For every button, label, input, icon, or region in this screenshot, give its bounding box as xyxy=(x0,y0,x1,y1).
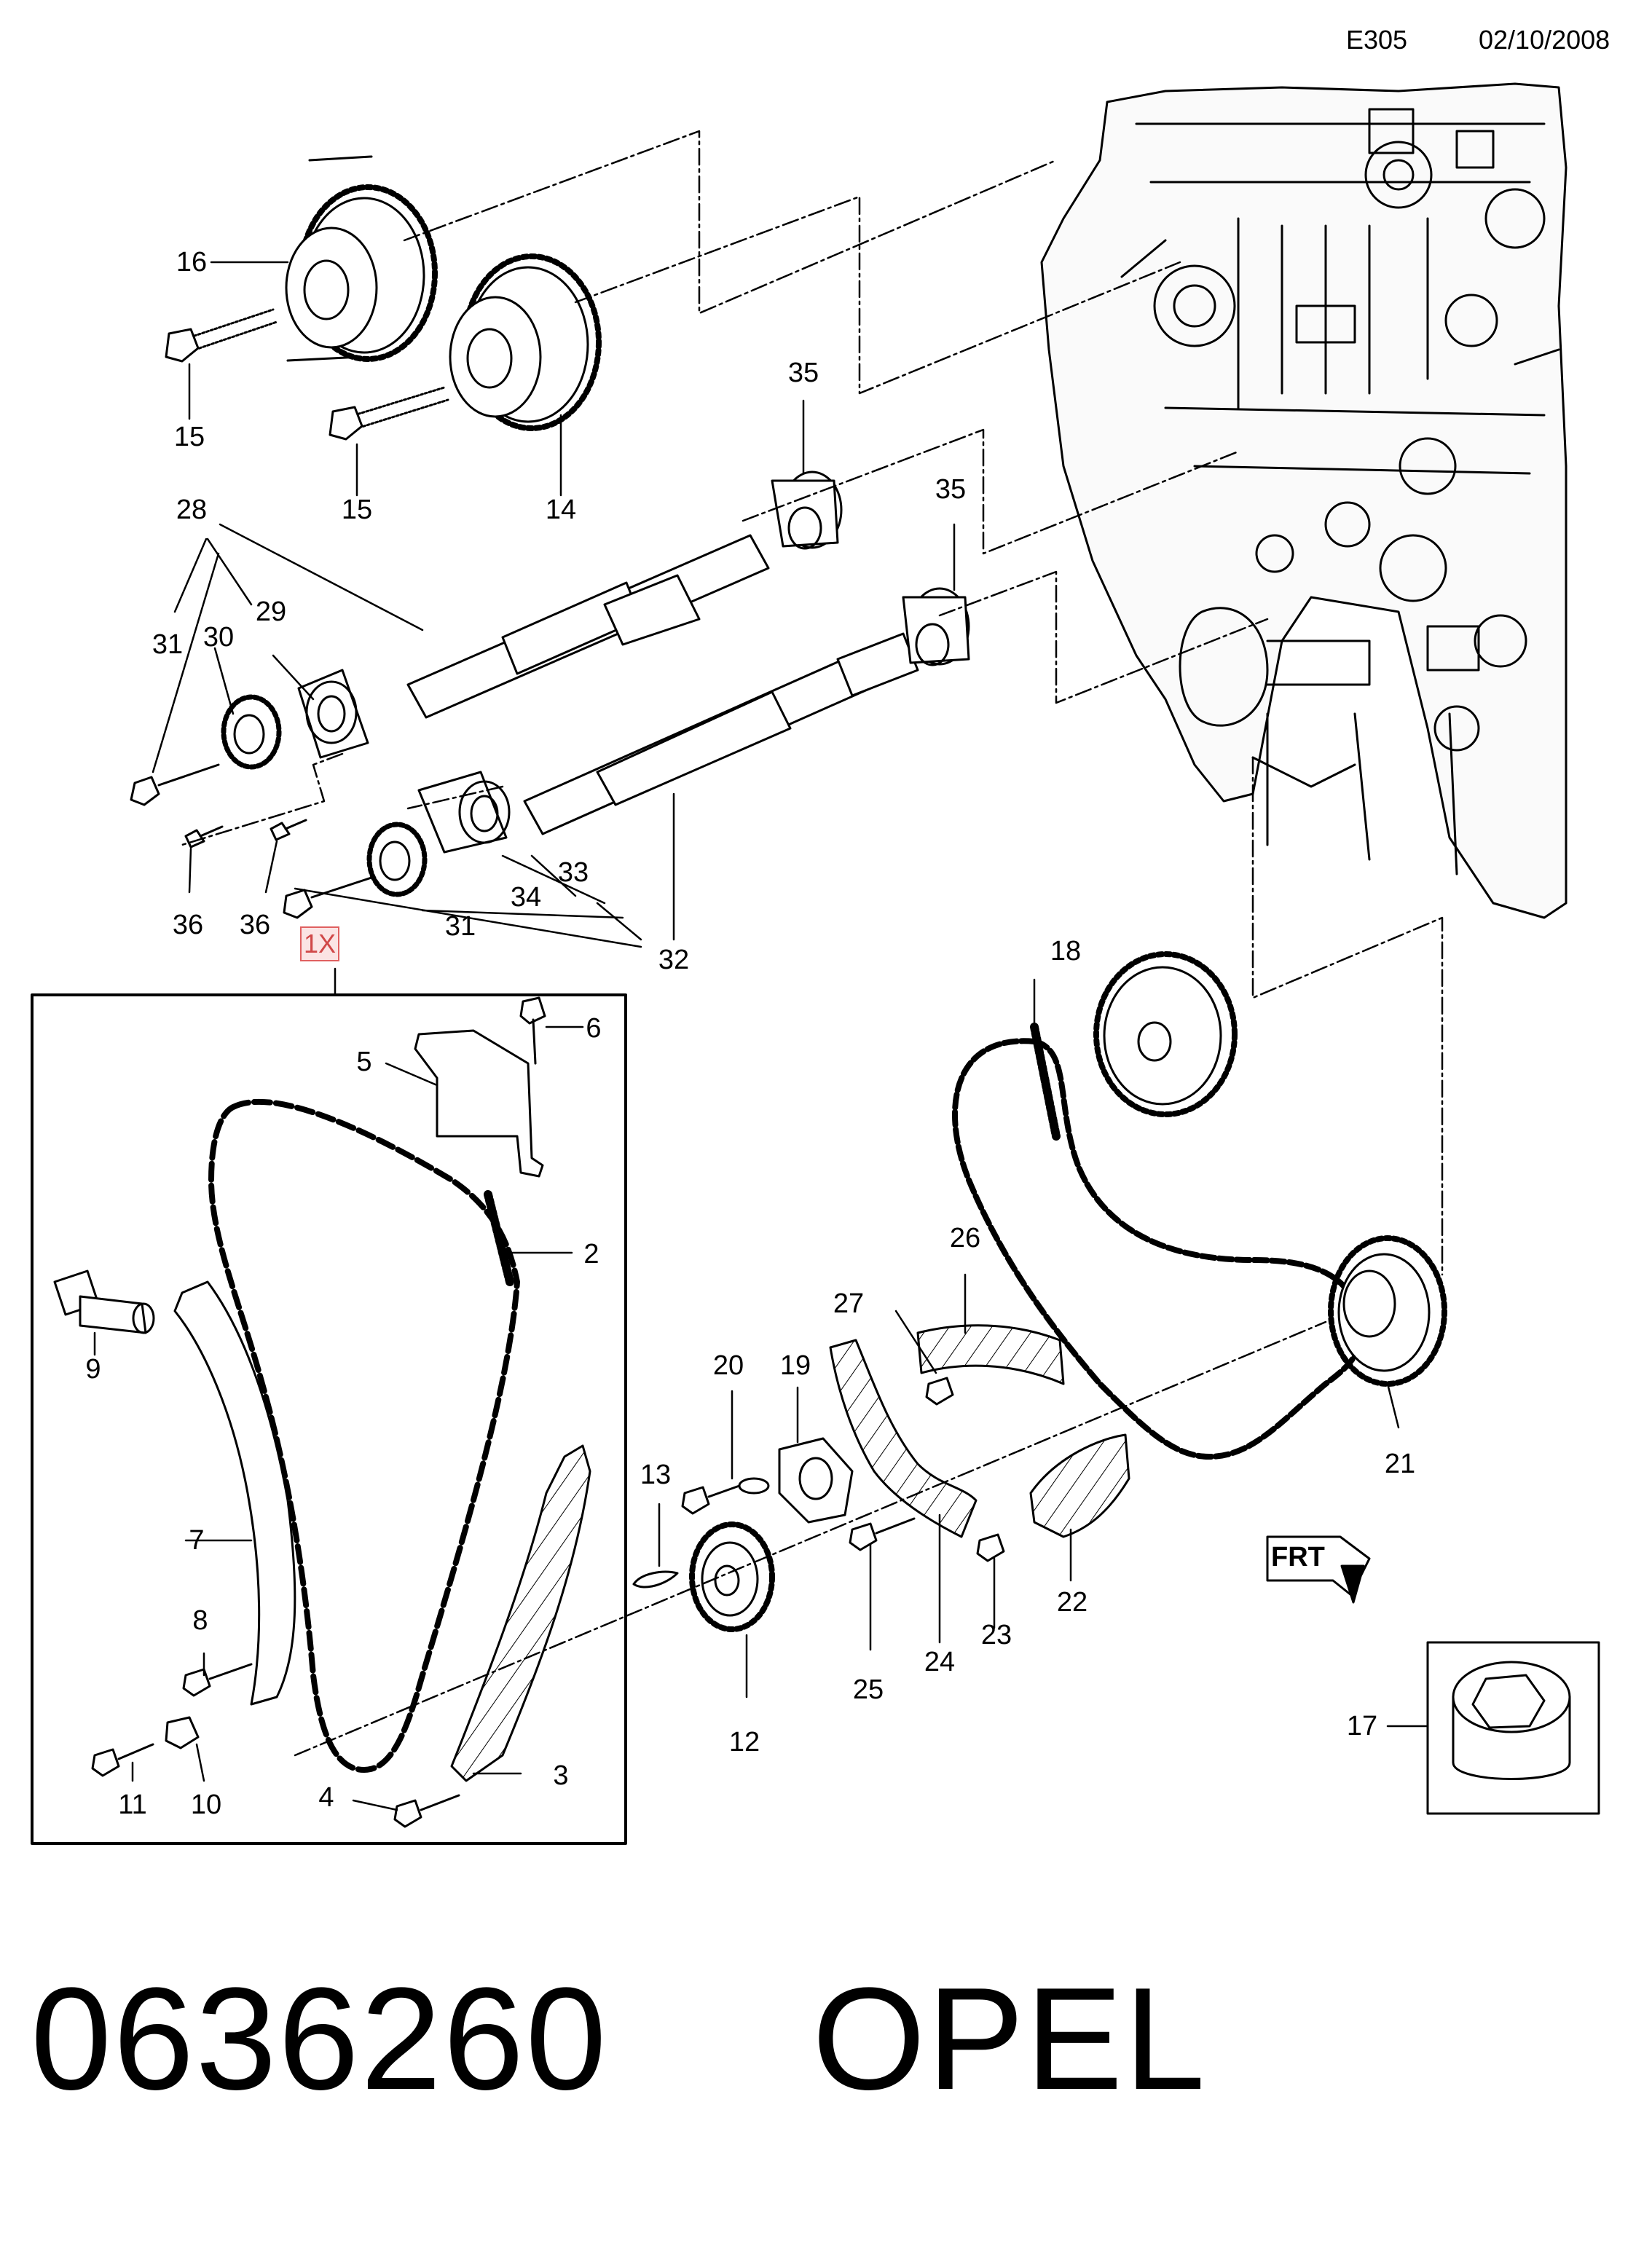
o-ring-20 xyxy=(738,1477,770,1495)
guide-3 xyxy=(450,1444,591,1782)
callout-15-left: 15 xyxy=(173,422,205,452)
engine-block-illustration xyxy=(1040,82,1568,919)
callout-24: 24 xyxy=(924,1647,956,1677)
socket-17 xyxy=(1452,1661,1571,1780)
chain-18 xyxy=(952,1023,1364,1460)
plate-33 xyxy=(417,771,511,854)
callout-30: 30 xyxy=(202,622,235,653)
brand-name: OPEL xyxy=(812,1958,1207,2120)
callout-26: 26 xyxy=(949,1223,981,1253)
quantity-badge: 1X xyxy=(300,926,339,961)
callout-2: 2 xyxy=(583,1239,599,1269)
callout-35-upper: 35 xyxy=(787,358,819,388)
sprocket-upper-aux xyxy=(1093,951,1238,1117)
callout-36-right: 36 xyxy=(239,910,271,940)
callout-14: 14 xyxy=(545,495,577,525)
callout-4: 4 xyxy=(318,1782,334,1813)
sprocket-21 xyxy=(1328,1235,1447,1387)
callout-12: 12 xyxy=(728,1727,760,1757)
sprocket-12 xyxy=(689,1521,775,1632)
bolt-15-right xyxy=(329,386,449,441)
callout-17: 17 xyxy=(1346,1711,1378,1741)
sprocket-30 xyxy=(221,694,282,770)
callout-32: 32 xyxy=(658,945,690,975)
callout-25: 25 xyxy=(852,1674,884,1705)
callout-31-lower: 31 xyxy=(444,911,476,942)
tensioner-19 xyxy=(778,1437,854,1524)
callout-11: 11 xyxy=(118,1790,147,1820)
svg-text:FRT: FRT xyxy=(1271,1542,1325,1572)
callout-6: 6 xyxy=(586,1013,602,1044)
bolt-6 xyxy=(519,996,546,1065)
callout-35-lower: 35 xyxy=(935,474,967,505)
callout-13: 13 xyxy=(640,1460,672,1490)
part-17-frame xyxy=(1426,1641,1600,1815)
callout-27: 27 xyxy=(833,1288,865,1319)
bolt-11 xyxy=(91,1743,154,1777)
callout-29: 29 xyxy=(255,597,287,627)
bracket-5 xyxy=(414,1029,544,1178)
guide-26 xyxy=(916,1324,1065,1385)
camshaft-sprocket-14 xyxy=(449,253,602,431)
washer-10 xyxy=(165,1716,200,1749)
callout-28: 28 xyxy=(176,495,208,525)
camshaft-lower xyxy=(523,587,970,835)
bolt-31-lower xyxy=(283,876,373,919)
bolt-31-upper xyxy=(130,763,220,806)
bolt-36-right xyxy=(270,819,307,841)
callout-8: 8 xyxy=(192,1605,208,1636)
callout-21: 21 xyxy=(1384,1449,1416,1479)
diagram-date: 02/10/2008 xyxy=(1479,25,1610,55)
callout-31-upper: 31 xyxy=(152,629,184,660)
callout-16: 16 xyxy=(176,247,208,277)
assembly-lines xyxy=(181,130,1444,1757)
callout-10: 10 xyxy=(190,1790,222,1820)
callout-33: 33 xyxy=(557,857,589,888)
callout-22: 22 xyxy=(1056,1587,1088,1618)
camshaft-sprocket-16 xyxy=(285,155,438,362)
callout-20: 20 xyxy=(712,1350,744,1381)
callout-18: 18 xyxy=(1050,936,1082,967)
callout-9: 9 xyxy=(85,1354,101,1385)
guide-24 xyxy=(829,1339,978,1538)
plate-29 xyxy=(297,669,369,759)
sprocket-34 xyxy=(366,822,428,897)
camshaft-upper xyxy=(406,471,843,719)
chain-2 xyxy=(208,1098,520,1773)
callout-3: 3 xyxy=(553,1760,569,1791)
guide-7 xyxy=(173,1280,296,1706)
bolt-15-left xyxy=(165,308,278,363)
callout-34: 34 xyxy=(510,882,542,913)
callout-7: 7 xyxy=(189,1525,205,1556)
bolt-25 xyxy=(849,1517,916,1551)
tensioner-9 xyxy=(53,1269,155,1334)
front-direction-icon: FRT xyxy=(1266,1535,1371,1604)
bolt-8 xyxy=(182,1663,253,1697)
callout-36-left: 36 xyxy=(172,910,204,940)
bolt-20 xyxy=(681,1484,741,1515)
guide-22 xyxy=(1029,1433,1130,1538)
bolt-36-left xyxy=(184,825,224,849)
key-13 xyxy=(632,1570,679,1588)
bolt-4 xyxy=(393,1794,460,1828)
leader-lines xyxy=(93,261,1429,1811)
bolt-23 xyxy=(976,1533,1005,1562)
callout-15-right: 15 xyxy=(341,495,373,525)
callout-5: 5 xyxy=(356,1047,372,1077)
callout-23: 23 xyxy=(980,1620,1012,1650)
callout-19: 19 xyxy=(779,1350,811,1381)
part-number: 0636260 xyxy=(31,1958,608,2120)
bolt-27 xyxy=(925,1377,954,1406)
diagram-code: E305 xyxy=(1346,25,1408,55)
timing-chain-kit-frame xyxy=(31,993,627,1845)
